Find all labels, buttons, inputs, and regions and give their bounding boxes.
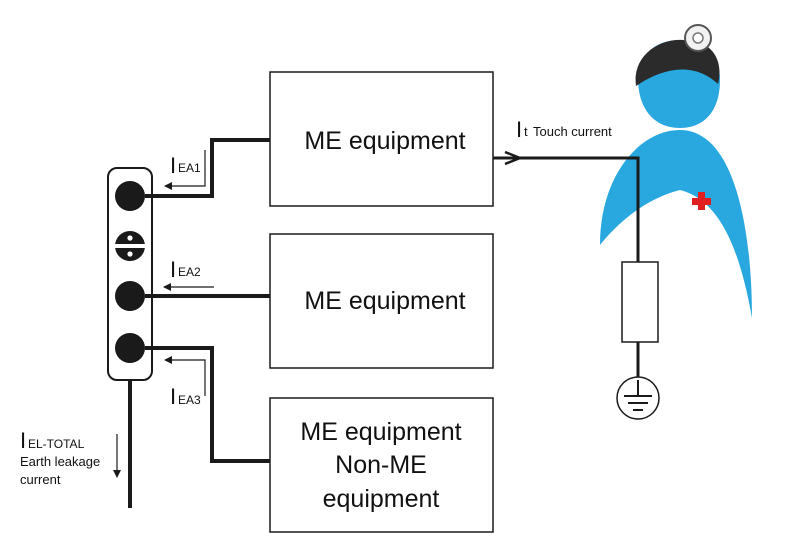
current-label-touch: I t Touch current bbox=[516, 117, 612, 142]
current-label-total: I EL-TOTAL Earth leakage current bbox=[20, 428, 121, 487]
current-label-ea1: I EA1 bbox=[164, 150, 206, 190]
total-symbol: I bbox=[20, 428, 26, 453]
box-3-line-1: ME equipment bbox=[300, 418, 461, 446]
ea3-arrow-icon bbox=[164, 356, 206, 396]
total-label-line-1: Earth leakage bbox=[20, 454, 100, 469]
touch-arrow-icon bbox=[504, 150, 524, 166]
earth-socket-icon bbox=[115, 231, 145, 261]
ea2-subscript: EA2 bbox=[178, 265, 201, 279]
box-1-line-1: ME equipment bbox=[304, 127, 465, 155]
current-label-ea3: I EA3 bbox=[164, 356, 206, 409]
red-cross-icon bbox=[692, 192, 711, 210]
power-strip bbox=[107, 167, 153, 381]
total-label-line-2: current bbox=[20, 472, 61, 487]
wire-touch bbox=[493, 156, 640, 262]
equipment-box-2: ME equipment bbox=[269, 233, 494, 369]
equipment-box-3: ME equipment Non-ME equipment bbox=[269, 397, 494, 533]
box-3-line-3: equipment bbox=[323, 485, 440, 513]
touch-subscript: t bbox=[524, 124, 528, 139]
box-2-line-1: ME equipment bbox=[304, 287, 465, 315]
head-mirror-icon bbox=[684, 24, 712, 52]
box-3-line-2: Non-ME bbox=[335, 451, 427, 479]
patient-impedance bbox=[621, 261, 659, 343]
equipment-box-1: ME equipment bbox=[269, 71, 494, 207]
ea1-subscript: EA1 bbox=[178, 161, 201, 175]
socket-1 bbox=[115, 181, 145, 211]
ea3-symbol: I bbox=[170, 384, 176, 409]
total-subscript: EL-TOTAL bbox=[28, 437, 85, 451]
touch-symbol: I bbox=[516, 117, 522, 142]
socket-3 bbox=[115, 333, 145, 363]
current-label-ea2: I EA2 bbox=[163, 257, 214, 291]
ea2-symbol: I bbox=[170, 257, 176, 282]
socket-2 bbox=[115, 281, 145, 311]
wire-ea1 bbox=[145, 138, 270, 198]
touch-label: Touch current bbox=[533, 124, 612, 139]
ea3-subscript: EA3 bbox=[178, 393, 201, 407]
ea1-arrow-icon bbox=[164, 150, 206, 190]
ea1-symbol: I bbox=[170, 153, 176, 178]
earth-ground-icon bbox=[616, 376, 660, 420]
wire-ea3 bbox=[145, 346, 270, 463]
wires bbox=[128, 138, 640, 508]
